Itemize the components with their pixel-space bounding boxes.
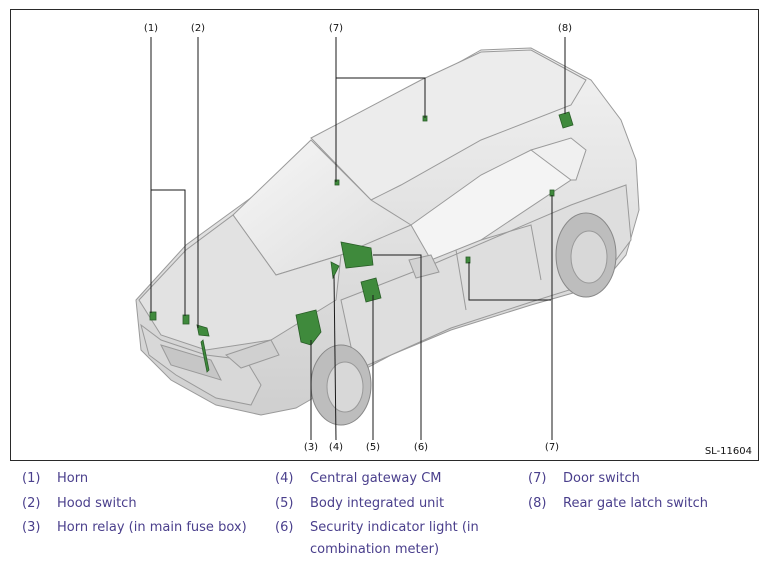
legend-item-body-integrated-unit: (5) Body integrated unit — [275, 493, 515, 515]
legend-number: (7) — [528, 471, 547, 486]
legend-item-horn: (1) Horn — [22, 468, 262, 490]
callout-7-bottom: (7) — [544, 442, 560, 453]
legend-item-door-switch: (7) Door switch — [528, 468, 758, 490]
leader-line-4 — [333, 274, 337, 441]
legend-label: Security indicator light (in — [310, 520, 479, 535]
legend-label-continued: combination meter) — [310, 542, 440, 557]
body-integrated-unit-component — [360, 277, 382, 303]
hood-switch-cable — [200, 339, 210, 373]
horn-component-right — [182, 314, 190, 325]
leader-line-7c — [468, 262, 551, 301]
legend-item-central-gateway: (4) Central gateway CM — [275, 468, 515, 490]
diagram-frame: (1) (2) (7) (8) (3) (4) (5) (6) (7) SL-1… — [10, 9, 759, 461]
wheel-rear — [555, 212, 617, 298]
legend-label: Horn — [57, 471, 89, 486]
security-indicator-component — [340, 241, 374, 269]
legend-item-hood-switch: (2) Hood switch — [22, 493, 262, 515]
legend-number: (2) — [22, 496, 41, 511]
callout-3: (3) — [303, 442, 319, 453]
legend-number: (4) — [275, 471, 294, 486]
legend-label: Hood switch — [57, 496, 137, 511]
legend-item-security-indicator: (6) Security indicator light (in combina… — [275, 517, 515, 561]
central-gateway-component — [330, 261, 340, 280]
callout-1: (1) — [143, 23, 159, 34]
callout-7-top: (7) — [328, 23, 344, 34]
legend: (1) Horn (2) Hood switch (3) Horn relay … — [0, 466, 769, 566]
door-switch-component-front — [334, 179, 340, 186]
legend-item-rear-gate-latch: (8) Rear gate latch switch — [528, 493, 758, 515]
callout-4: (4) — [328, 442, 344, 453]
vehicle-illustration — [135, 37, 640, 441]
callout-2: (2) — [190, 23, 206, 34]
leader-line-6 — [373, 254, 422, 440]
legend-number: (6) — [275, 520, 294, 535]
legend-label: Door switch — [563, 471, 640, 486]
legend-label: Central gateway CM — [310, 471, 442, 486]
legend-number: (8) — [528, 496, 547, 511]
callout-5: (5) — [365, 442, 381, 453]
legend-label: Body integrated unit — [310, 496, 445, 511]
hood-switch-component — [196, 324, 210, 337]
leader-line-1b — [151, 189, 186, 316]
legend-label: Horn relay (in main fuse box) — [57, 520, 247, 535]
figure-id: SL-11604 — [704, 446, 752, 457]
rear-gate-latch-component — [558, 111, 574, 129]
legend-number: (3) — [22, 520, 41, 535]
legend-label: Rear gate latch switch — [563, 496, 709, 511]
legend-item-horn-relay: (3) Horn relay (in main fuse box) — [22, 517, 267, 539]
callout-8: (8) — [557, 23, 573, 34]
callout-6: (6) — [413, 442, 429, 453]
horn-relay-component — [295, 309, 322, 346]
legend-number: (1) — [22, 471, 41, 486]
horn-component — [149, 311, 157, 321]
legend-number: (5) — [275, 496, 294, 511]
leader-line-7b — [336, 77, 426, 118]
door-switch-component-side — [465, 256, 471, 264]
wheel-front — [310, 344, 372, 426]
car-body — [135, 47, 640, 416]
leader-lines — [150, 37, 566, 441]
